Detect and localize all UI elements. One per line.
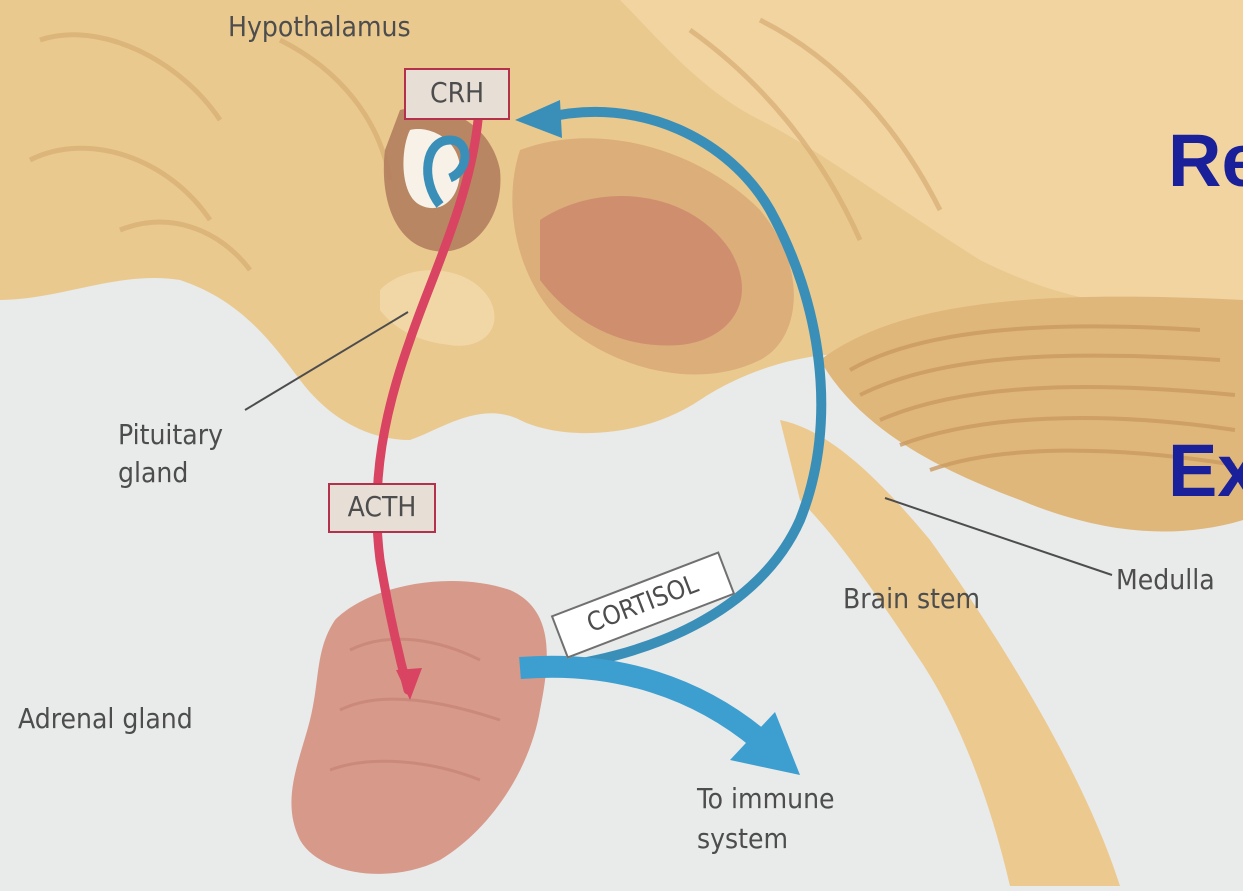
side-heading-2: Ex [1168,428,1243,513]
acth-label: ACTH [328,483,436,533]
side-heading-1: Re [1168,118,1243,203]
hypothalamus-label: Hypothalamus [228,10,411,44]
crh-label: CRH [404,68,510,120]
pituitary-label-line1: Pituitary [118,418,223,452]
pituitary-label-line2: gland [118,456,188,490]
immune-label-line1: To immune [697,782,835,816]
brain-stem-label: Brain stem [843,582,980,616]
immune-label-line2: system [697,822,788,856]
adrenal-gland-shape [291,581,546,874]
immune-arrow [520,667,760,740]
adrenal-gland-label: Adrenal gland [18,702,193,736]
medulla-label: Medulla [1116,563,1215,597]
